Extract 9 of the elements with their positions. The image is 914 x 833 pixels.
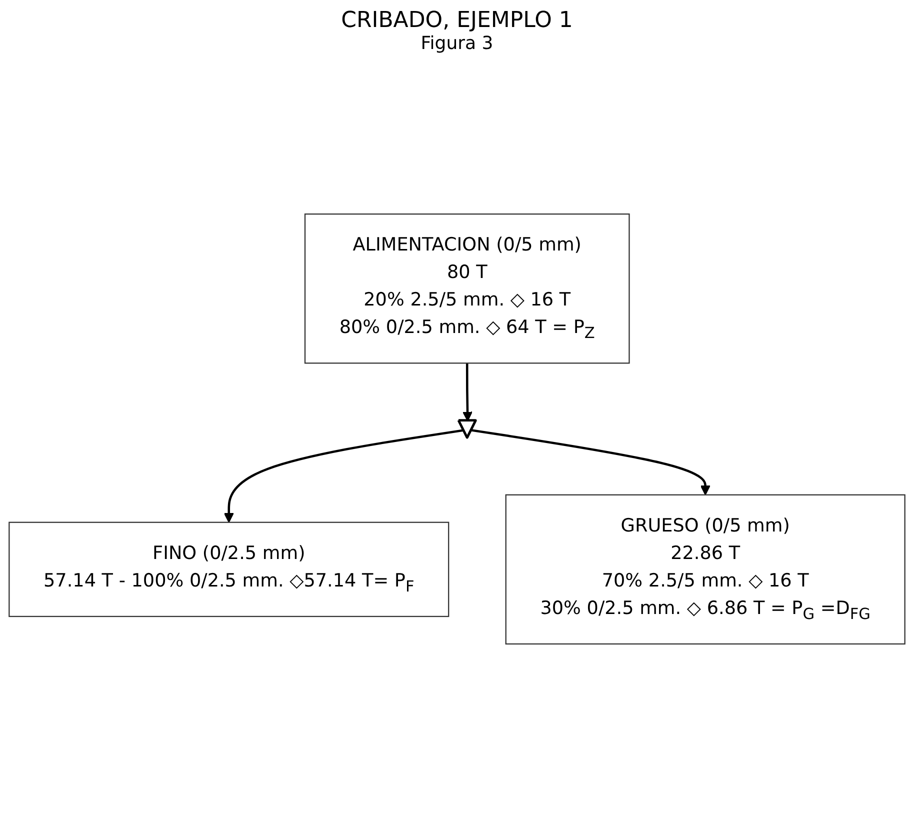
arrow bbox=[472, 429, 710, 496]
arrow bbox=[462, 363, 473, 422]
node-box bbox=[304, 213, 630, 364]
flow-diagram: ALIMENTACION (0/5 mm) 80 T 20% 2.5/5 mm. ◇ 16 T 80% 0/2.5 mm. ◇ 64 T = P$_{Z}$ FINO (0/2.5 mm) 57.14 T - 100% 0/2.5 mm. ◇57.14 T= P$_{F}$ GRUESO (0/5 mm) 22.86 T 70% 2.5/5 mm. ◇ 16 T 30% 0/2.5 mm. ◇ 6.86 T = P$_{G}$ =D$_{FG}$ bbox=[0, 54, 914, 804]
diagram-title: CRIBADO, EJEMPLO 1 bbox=[340, 8, 574, 33]
figure-label: Figura 3 bbox=[420, 33, 494, 54]
arrow bbox=[224, 429, 464, 523]
node-box bbox=[505, 494, 906, 645]
node-box bbox=[8, 522, 450, 618]
